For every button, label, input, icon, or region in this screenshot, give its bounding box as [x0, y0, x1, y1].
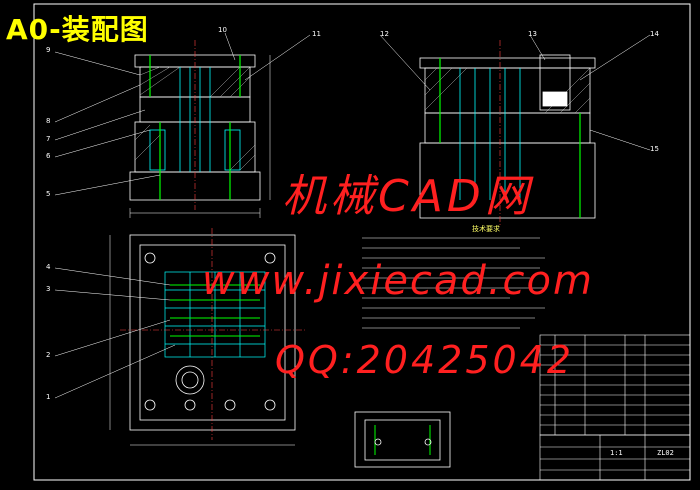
watermark-site-name: 机械CAD网 [282, 171, 533, 222]
callout-1: 1 [46, 393, 51, 401]
callout-4: 4 [46, 263, 51, 271]
watermark-qq: QQ:20425042 [275, 338, 575, 382]
parts-list [539, 334, 691, 436]
callout-11: 11 [312, 30, 321, 38]
callout-9: 9 [46, 46, 51, 54]
callout-6: 6 [46, 152, 51, 160]
callout-14: 14 [650, 30, 659, 38]
leader-lines [54, 32, 651, 399]
callout-2: 2 [46, 351, 51, 359]
side-section-view [419, 40, 596, 225]
detail-view [354, 411, 451, 468]
callout-15: 15 [650, 145, 659, 153]
drawing-title: A0-装配图 [6, 13, 149, 46]
plan-view [109, 228, 305, 446]
drawing-scale: 1:1 [610, 449, 623, 457]
callout-13: 13 [528, 30, 537, 38]
title-block [539, 434, 691, 481]
notes-heading: 技术要求 [472, 225, 500, 233]
callout-3: 3 [46, 285, 51, 293]
callout-12: 12 [380, 30, 389, 38]
front-section-view [129, 40, 271, 218]
callout-10: 10 [218, 26, 227, 34]
watermark-url: www.jixiecad.com [202, 258, 594, 304]
callout-8: 8 [46, 117, 51, 125]
callout-7: 7 [46, 135, 51, 143]
technical-notes [362, 237, 545, 329]
drawing-number: ZL02 [657, 449, 674, 457]
callout-5: 5 [46, 190, 51, 198]
